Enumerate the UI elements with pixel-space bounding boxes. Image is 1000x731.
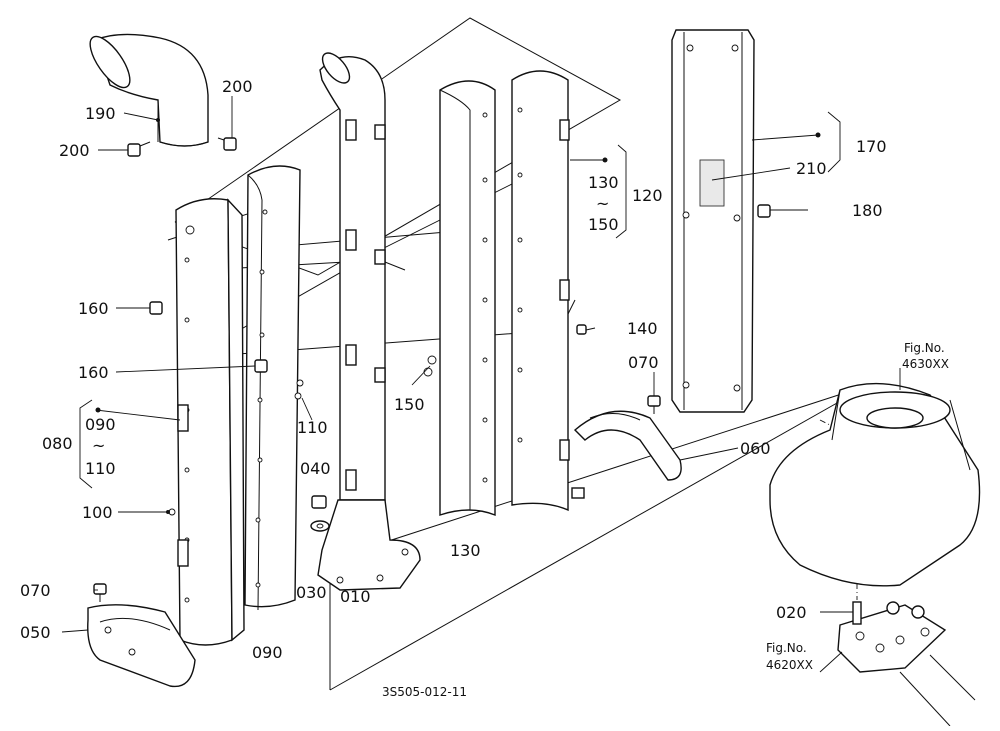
label-040: 040 (300, 459, 331, 478)
fig-ref-b-number: 4620XX (766, 658, 813, 672)
part-130-half-shell (439, 80, 496, 517)
part-140-nut (576, 324, 587, 335)
label-130-range: 130 (588, 173, 619, 192)
drawing-number: 3S505-012-11 (382, 685, 467, 699)
mounting-plate-4620XX (837, 601, 976, 727)
part-150-washers (423, 355, 437, 377)
label-190: 190 (85, 104, 116, 123)
label-200-left: 200 (59, 141, 90, 160)
fig-ref-a-title: Fig.No. (904, 341, 945, 355)
label-100: 100 (82, 503, 113, 522)
fig-ref-a-number: 4630XX (902, 357, 949, 371)
range-bracket-120 (615, 144, 627, 239)
label-070-right: 070 (628, 353, 659, 372)
part-number-labels: 190 200 200 160 160 080 090 ~ 110 100 11… (20, 77, 887, 662)
part-010-exhaust-pipe (317, 52, 421, 591)
part-090-half-shell (244, 165, 301, 611)
leader-lines (61, 96, 901, 673)
range-bracket-080 (79, 399, 93, 489)
part-200-bolt-left (127, 141, 151, 157)
part-190-elbow (89, 33, 209, 147)
range-bracket-170 (827, 111, 841, 173)
label-030: 030 (296, 583, 327, 602)
part-070-bolt-right (647, 395, 661, 414)
part-160-bolt-upper (149, 301, 163, 315)
part-040-nut (311, 495, 327, 509)
leader-dots (95, 118, 821, 514)
label-050: 050 (20, 623, 51, 642)
label-010: 010 (340, 587, 371, 606)
part-180-bolt (757, 204, 771, 218)
label-180: 180 (852, 201, 883, 220)
label-070-left: 070 (20, 581, 51, 600)
label-120: 120 (632, 186, 663, 205)
part-030-washer (310, 520, 330, 532)
fig-ref-b-title: Fig.No. (766, 641, 807, 655)
label-200-right: 200 (222, 77, 253, 96)
range-tilde-080: ~ (92, 436, 105, 455)
part-170-cover (671, 29, 755, 413)
part-120-half-shell (511, 70, 585, 512)
figure-references: Fig.No. 4630XX Fig.No. 4620XX (766, 341, 949, 672)
engine-housing-4630XX (769, 382, 981, 587)
label-160-lower: 160 (78, 363, 109, 382)
label-060: 060 (740, 439, 771, 458)
part-210-label-plate (699, 159, 725, 207)
label-160-upper: 160 (78, 299, 109, 318)
part-080-pipe-assembly (175, 198, 245, 646)
part-110-washers (294, 379, 304, 400)
part-160-bolt-lower (254, 359, 268, 373)
label-110-range: 110 (85, 459, 116, 478)
label-080: 080 (42, 434, 73, 453)
label-110: 110 (297, 418, 328, 437)
label-150-range: 150 (588, 215, 619, 234)
label-090-range: 090 (85, 415, 116, 434)
part-070-bolt-left (93, 583, 107, 602)
part-060-bracket (573, 410, 682, 481)
label-170: 170 (856, 137, 887, 156)
label-020: 020 (776, 603, 807, 622)
label-090: 090 (252, 643, 283, 662)
label-130: 130 (450, 541, 481, 560)
part-200-bolt-right (217, 137, 237, 151)
part-050-bracket (87, 604, 196, 688)
range-tilde-120: ~ (596, 194, 609, 213)
label-210: 210 (796, 159, 827, 178)
part-020-stud (852, 601, 862, 625)
label-140: 140 (627, 319, 658, 338)
label-150: 150 (394, 395, 425, 414)
